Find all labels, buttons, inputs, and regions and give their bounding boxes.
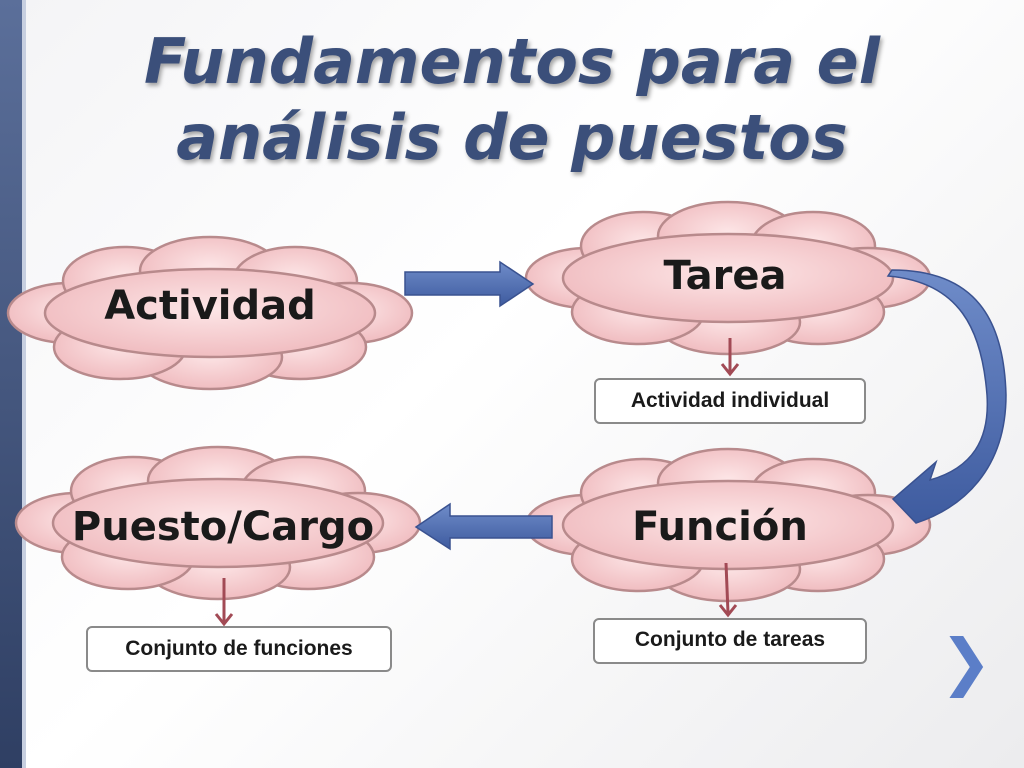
node-funcion-label: Función — [632, 504, 808, 550]
connector-puesto-note — [214, 578, 234, 627]
arrow-funcion-to-puesto — [414, 502, 553, 551]
arrow-actividad-to-tarea — [404, 260, 535, 308]
title-line-2: análisis de puestos — [176, 101, 848, 174]
note-actividad-individual: Actividad individual — [594, 378, 866, 424]
left-accent-bar — [0, 0, 26, 768]
title-line-1: Fundamentos para el — [144, 25, 880, 98]
node-puesto-label: Puesto/Cargo — [71, 504, 375, 550]
note-conjunto-de-tareas: Conjunto de tareas — [593, 618, 867, 664]
curved-arrow-tarea-to-funcion — [886, 269, 1007, 524]
node-tarea-label: Tarea — [663, 253, 787, 299]
slide-title: Fundamentos para el análisis de puestos — [40, 24, 984, 176]
node-actividad-label: Actividad — [104, 283, 316, 329]
connector-funcion-note — [718, 562, 738, 618]
connector-tarea-note — [720, 338, 740, 377]
chevron-right-icon[interactable]: ❯ — [940, 625, 992, 698]
note-conjunto-de-funciones: Conjunto de funciones — [86, 626, 392, 672]
